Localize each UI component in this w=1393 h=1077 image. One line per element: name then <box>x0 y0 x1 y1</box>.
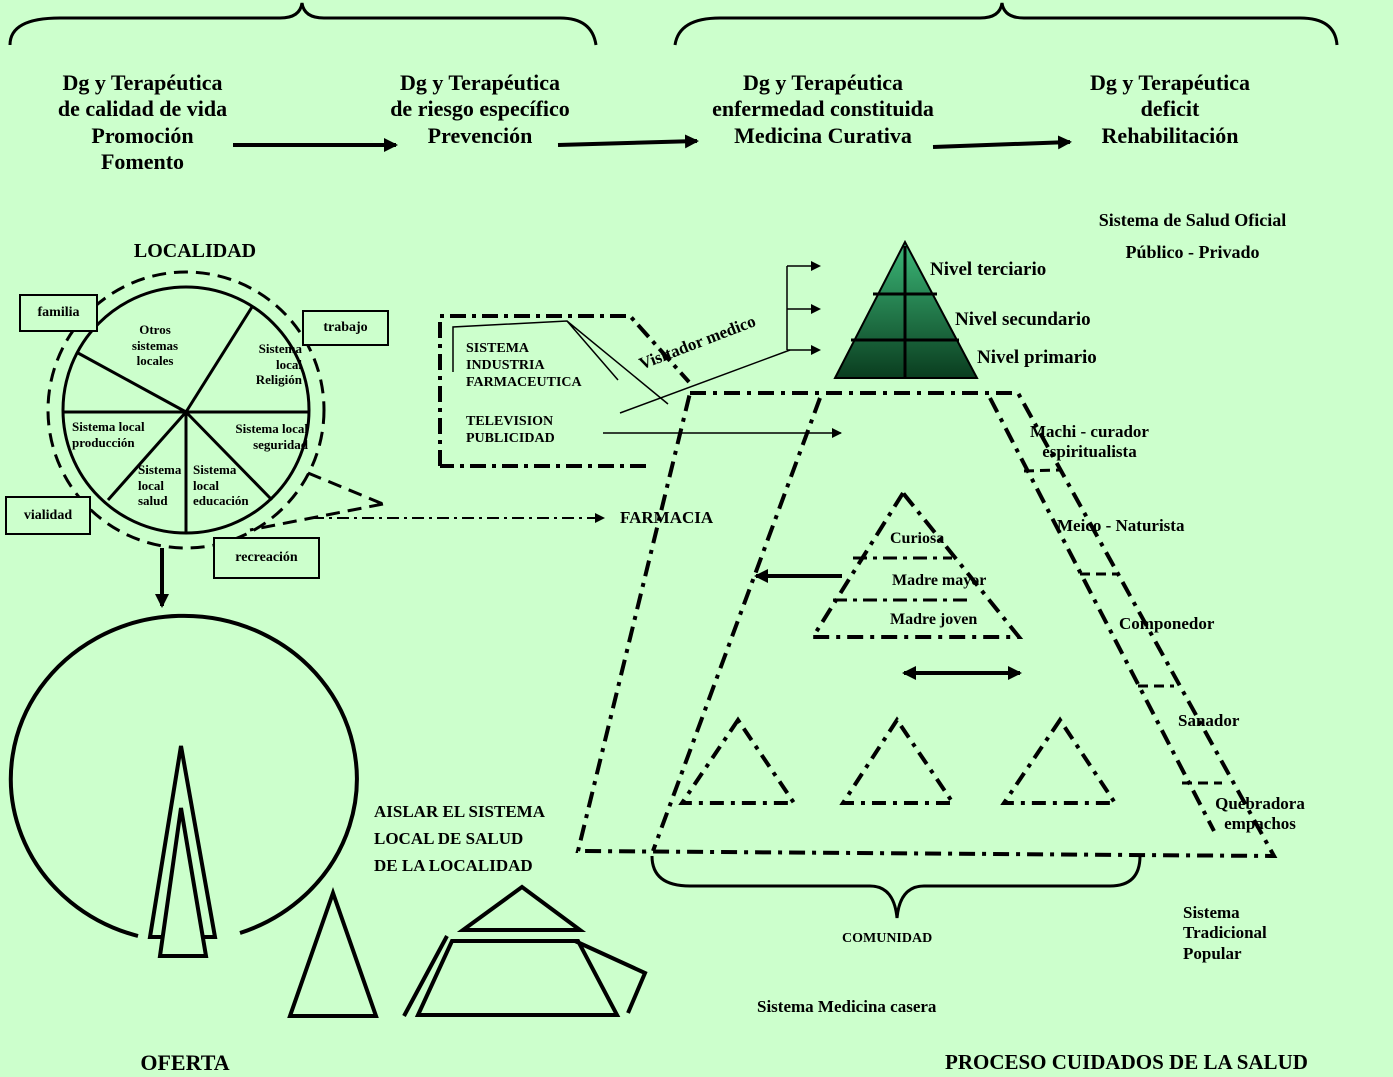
oferta-pyramid-top <box>456 884 587 932</box>
traditional-triangle-outer <box>575 391 1278 859</box>
pharma-inner-lines <box>452 320 669 405</box>
home-label: Sistema Medicina casera <box>757 997 937 1016</box>
arrow-stage-2-3 <box>557 134 699 149</box>
official-pyramid-grid <box>851 246 959 378</box>
brace-right <box>673 2 1339 46</box>
oferta-pyramid-base <box>402 935 648 1017</box>
farmacia-label: FARMACIA <box>620 508 714 527</box>
locality-sector-lines <box>63 306 308 533</box>
community-tri-left <box>651 397 822 852</box>
community-brace <box>650 855 1142 919</box>
home-madre-joven: Madre joven <box>890 611 978 628</box>
box-recreacion: recreación <box>213 537 320 579</box>
level-secondary: Nivel secundario <box>955 309 1091 330</box>
trad-sanador: Sanador <box>1178 711 1240 730</box>
locality-outer-circle <box>46 270 326 550</box>
zoom-line-1 <box>307 471 384 506</box>
brace-left <box>8 2 598 46</box>
oferta-label: OFERTA <box>140 1050 230 1075</box>
trad-meico: Meico - Naturista <box>1057 516 1185 535</box>
pharma-box <box>438 314 691 468</box>
official-subtitle: Público - Privado <box>1125 242 1260 262</box>
home-curiosa: Curiosa <box>890 530 945 547</box>
traditional-rungs <box>1023 468 1222 785</box>
arrow-stage-3-4 <box>932 135 1072 150</box>
box-vialidad: vialidad <box>5 496 91 535</box>
box-trabajo: trabajo <box>302 310 389 346</box>
level-primary: Nivel primario <box>977 347 1097 368</box>
community-triangle-2 <box>839 716 957 805</box>
page-title: PROCESO CUIDADOS DE LA SALUD <box>945 1050 1308 1074</box>
official-title: Sistema de Salud Oficial <box>1098 210 1287 230</box>
home-madre-mayor: Madre mayor <box>892 572 987 589</box>
comunidad-label: COMUNIDAD <box>842 931 933 946</box>
home-pyramid <box>809 489 1024 639</box>
box-familia: familia <box>19 294 98 332</box>
visitor-line <box>619 349 791 414</box>
oferta-triangle <box>287 886 379 1018</box>
visitor-bracket <box>786 265 817 351</box>
oferta-circle <box>8 613 359 938</box>
level-tertiary: Nivel terciario <box>930 259 1047 280</box>
community-triangle-1 <box>678 716 798 805</box>
community-triangle-3 <box>1000 716 1119 805</box>
locality-title: LOCALIDAD <box>133 240 257 262</box>
oferta-spike-inner <box>157 807 209 958</box>
trad-componedor: Componedor <box>1119 614 1215 633</box>
